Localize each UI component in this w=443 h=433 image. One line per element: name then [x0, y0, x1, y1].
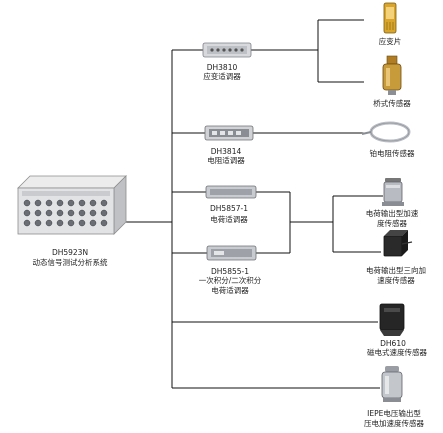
- dh5855-name2-label: 电荷适调器: [211, 286, 249, 295]
- bnc-connector-icon: [23, 209, 31, 217]
- bnc-connector-icon: [34, 199, 42, 207]
- iepe-accelerometer-icon: [381, 366, 403, 402]
- bnc-connector-icon: [89, 209, 97, 217]
- sensor-accel-line1: 电荷输出型加速: [365, 209, 419, 218]
- sensor-velocity-line1: DH610: [380, 339, 406, 348]
- connection-lines: [124, 19, 383, 389]
- bnc-connector-icon: [45, 209, 53, 217]
- sensor-triaxial-line2: 速度传感器: [377, 276, 415, 285]
- bnc-connector-icon: [100, 199, 108, 207]
- system-model-label: DH5923N: [51, 248, 89, 257]
- bridge-load-cell-icon: [382, 55, 402, 95]
- bnc-connector-icon: [45, 199, 53, 207]
- bnc-connector-icon: [67, 199, 75, 207]
- bnc-connector-icon: [34, 219, 42, 227]
- bnc-connector-icon: [89, 219, 97, 227]
- sensor-velocity-line2: 磁电式速度传感器: [367, 348, 427, 357]
- sensor-iepe-line2: 压电加速度传感器: [364, 419, 424, 428]
- system-name-label: 动态信号测试分析系统: [32, 258, 108, 267]
- bnc-connector-icon: [78, 219, 86, 227]
- bnc-connector-icon: [100, 209, 108, 217]
- dh5923n-chassis-icon: [17, 175, 127, 235]
- dh5855-module-icon: [206, 245, 257, 261]
- bnc-connector-icon: [45, 219, 53, 227]
- dh5857-module-icon: [205, 185, 257, 199]
- bnc-connector-icon: [56, 219, 64, 227]
- dh3810-model-label: DH3810: [206, 63, 238, 72]
- bnc-connector-icon: [89, 199, 97, 207]
- bnc-connector-icon: [56, 209, 64, 217]
- bnc-connector-icon: [67, 209, 75, 217]
- sensor-platinum-label: 铂电阻传感器: [369, 149, 415, 158]
- platinum-resistance-probe-icon: [361, 121, 411, 143]
- triaxial-accelerometer-icon: [383, 230, 413, 257]
- bnc-connector-icon: [23, 219, 31, 227]
- dh3810-module-icon: [202, 42, 252, 58]
- dh3814-model-label: DH3814: [210, 147, 242, 156]
- dh5857-model-label: DH5857-1: [210, 204, 248, 213]
- sensor-accel-line2: 度传感器: [377, 219, 407, 228]
- dh3810-name-label: 应变适调器: [203, 72, 241, 81]
- bnc-connector-icon: [34, 209, 42, 217]
- bnc-connector-icon: [100, 219, 108, 227]
- bnc-connector-icon: [78, 209, 86, 217]
- charge-accelerometer-icon: [382, 178, 404, 206]
- dh5855-model-label: DH5855-1: [211, 267, 249, 276]
- sensor-iepe-line1: IEPE电压输出型: [367, 409, 421, 418]
- dh3814-name-label: 电阻适调器: [207, 156, 245, 165]
- bnc-connector-icon: [78, 199, 86, 207]
- bnc-connector-icon: [67, 219, 75, 227]
- dh5855-name-label: 一次积分/二次积分: [198, 276, 262, 285]
- dh5857-name-label: 电荷适调器: [210, 215, 248, 224]
- sensor-triaxial-line1: 电荷输出型三向加: [366, 266, 426, 275]
- bnc-connector-icon: [56, 199, 64, 207]
- sensor-strain-gauge-label: 应变片: [378, 37, 402, 46]
- strain-gauge-icon: [383, 2, 397, 34]
- bnc-connector-icon: [23, 199, 31, 207]
- dh3814-module-icon: [204, 125, 254, 141]
- sensor-bridge-label: 桥式传感器: [373, 99, 411, 108]
- magnetoelectric-velocity-sensor-icon: [379, 303, 405, 336]
